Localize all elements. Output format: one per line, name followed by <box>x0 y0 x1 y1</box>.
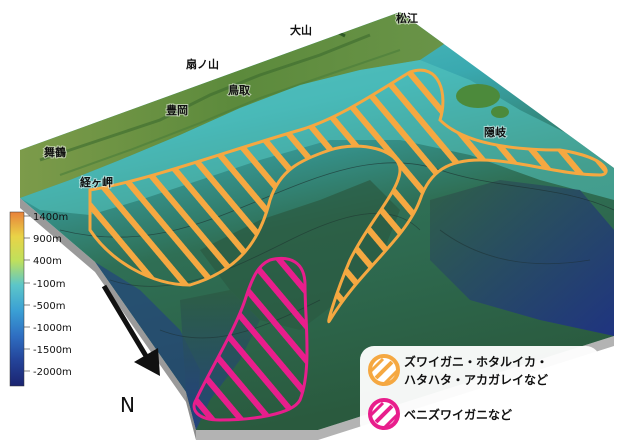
scale-label-5: -1000m <box>33 323 72 334</box>
scale-label-0: 1400m <box>33 212 68 223</box>
legend-background <box>360 346 600 438</box>
place-label-matsue: 松江 <box>396 11 418 25</box>
place-label-oki: 隠岐 <box>484 125 507 139</box>
block-side-front-2 <box>186 392 196 440</box>
north-arrow-shaft <box>101 284 149 358</box>
north-arrow-icon <box>134 348 160 376</box>
scale-label-2: 400m <box>33 256 62 267</box>
scale-label-3: -100m <box>33 279 65 290</box>
scale-label-7: -2000m <box>33 367 72 378</box>
legend-label-zone-a-line1: ズワイガニ・ホタルイカ・ <box>404 354 548 369</box>
scale-label-1: 900m <box>33 234 62 245</box>
legend-item-zone-a: ズワイガニ・ホタルイカ・ ハタハタ・アカガレイなど <box>368 354 548 387</box>
place-label-toyooka: 豊岡 <box>166 103 188 117</box>
zone-b-hatch-region <box>192 257 309 422</box>
place-label-daisen: 大山 <box>290 23 312 37</box>
legend-label-zone-b: ベニズワイガニなど <box>404 407 512 422</box>
depth-scale-bar <box>9 211 25 387</box>
north-label: N <box>120 393 135 417</box>
legend: ズワイガニ・ホタルイカ・ ハタハタ・アカガレイなど ベニズワイガニなど <box>360 346 600 438</box>
north-arrow: N <box>101 284 160 417</box>
place-label-tottori: 鳥取 <box>228 83 250 97</box>
place-label-ougi: 扇ノ山 <box>186 57 219 71</box>
zone-a-hatch-region <box>88 68 608 324</box>
depth-scale: 1400m 900m 400m -100m -500m -1000m -1500… <box>9 211 72 387</box>
place-label-maizuru: 舞鶴 <box>44 145 66 159</box>
legend-item-zone-b: ベニズワイガニなど <box>368 398 512 430</box>
deep-basin-right <box>430 180 614 336</box>
legend-label-zone-a-line2: ハタハタ・アカガレイなど <box>404 372 548 387</box>
scale-label-6: -1500m <box>33 345 72 356</box>
deep-basin-left <box>95 262 200 430</box>
scale-label-4: -500m <box>33 301 65 312</box>
oki-island <box>456 84 500 108</box>
place-label-kyogamisaki: 経ヶ岬 <box>80 175 113 189</box>
block-side-left <box>20 198 186 402</box>
